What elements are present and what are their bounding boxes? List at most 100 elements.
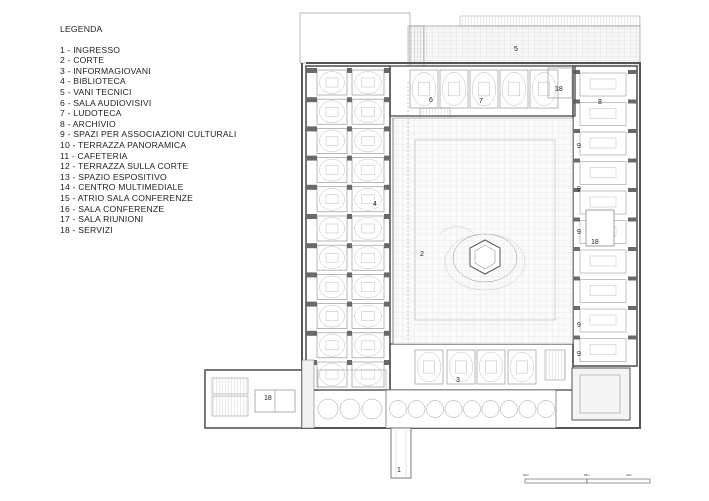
room-label-4: 4 — [373, 201, 377, 208]
north-bay — [529, 69, 559, 109]
room-label-9d: 9 — [577, 322, 581, 329]
west-bay — [351, 128, 385, 154]
pier — [347, 301, 352, 307]
legend-item: 4 - BIBLIOTECA — [60, 76, 126, 87]
pier — [573, 99, 580, 104]
pier — [628, 335, 637, 340]
portico-vault — [444, 400, 463, 418]
legend-item: 12 - TERRAZZA SULLA CORTE — [60, 161, 189, 172]
pier — [347, 155, 352, 161]
pier — [347, 97, 352, 103]
west-bay — [316, 69, 348, 96]
pier — [306, 68, 317, 73]
room-label-7: 7 — [479, 98, 483, 105]
east-wing — [572, 65, 638, 367]
scale-bar: 00m 05m 10m — [523, 473, 651, 484]
west-bay — [351, 69, 385, 96]
west-bay — [316, 128, 348, 154]
pier — [384, 97, 390, 103]
west-bay — [351, 215, 385, 242]
portico-vault — [426, 400, 444, 418]
room-label-18b: 18 — [591, 239, 599, 246]
pier — [347, 68, 352, 73]
legend-item: 10 - TERRAZZA PANORAMICA — [60, 139, 187, 150]
north-bay — [439, 69, 469, 109]
west-bay — [351, 274, 385, 300]
pier — [384, 68, 390, 73]
room-label-6: 6 — [429, 97, 433, 104]
pier — [628, 99, 637, 104]
west-wing — [305, 65, 391, 391]
east-room — [579, 308, 627, 333]
north-bay — [409, 69, 439, 109]
legend-item: 1 - INGRESSO — [60, 44, 121, 55]
courtyard — [392, 82, 574, 345]
portico-vault — [500, 400, 518, 418]
legend-item: 16 - SALA CONFERENZE — [60, 203, 165, 214]
pier — [306, 184, 317, 190]
legend-item: 2 - CORTE — [60, 55, 105, 66]
room-label-2: 2 — [420, 251, 424, 258]
portico-vault — [407, 400, 426, 418]
legend-item: 18 - SERVIZI — [60, 224, 113, 235]
room-labels: 1 2 3 4 5 6 7 8 9 9 9 9 9 18 18 18 — [264, 46, 602, 474]
pier — [628, 158, 637, 163]
southeast-block — [544, 349, 631, 421]
west-bay — [316, 332, 348, 359]
pier — [347, 330, 352, 336]
west-bay — [351, 186, 385, 213]
portico-vault — [481, 400, 500, 418]
wc-block — [585, 209, 615, 247]
legend-item: 5 - VANI TECNICI — [60, 86, 132, 97]
pier — [573, 217, 580, 222]
west-bay — [316, 361, 348, 388]
legend-item: 7 - LUDOTECA — [60, 108, 122, 119]
pier — [384, 126, 390, 132]
east-room — [579, 249, 627, 274]
pier — [628, 129, 637, 133]
portico-vault — [317, 398, 339, 420]
pier — [384, 330, 390, 336]
west-bay — [351, 244, 385, 271]
west-bay — [316, 186, 348, 213]
pier — [628, 217, 637, 222]
east-room — [579, 279, 627, 303]
room-label-3: 3 — [456, 377, 460, 384]
pier — [573, 188, 580, 192]
pier — [347, 243, 352, 249]
room-label-9a: 9 — [577, 143, 581, 150]
east-room — [579, 72, 627, 97]
room-label-18c: 18 — [264, 395, 272, 402]
legend-item: 11 - CAFETERIA — [60, 150, 128, 161]
pier — [306, 272, 317, 278]
east-room — [579, 338, 627, 362]
pier — [347, 184, 352, 190]
pier — [628, 188, 637, 192]
pier — [384, 360, 390, 365]
legend-item: 6 - SALA AUDIOVISIVI — [60, 97, 152, 108]
legend-item: 17 - SALA RIUNIONI — [60, 214, 144, 225]
south-bay — [446, 349, 476, 385]
pier — [384, 184, 390, 190]
pier — [628, 306, 637, 310]
room-label-9e: 9 — [577, 351, 581, 358]
legend-item: 8 - ARCHIVIO — [60, 118, 116, 129]
pier — [573, 158, 580, 163]
west-bay — [351, 157, 385, 183]
east-room — [579, 102, 627, 126]
east-room — [579, 161, 627, 185]
room-label-9b: 9 — [577, 186, 581, 193]
pier — [384, 243, 390, 249]
west-bay — [316, 303, 348, 329]
room-label-5: 5 — [514, 46, 518, 53]
pier — [347, 272, 352, 278]
west-bay — [351, 361, 385, 388]
north-wing — [389, 65, 576, 125]
east-room — [579, 131, 627, 156]
room-label-1: 1 — [397, 467, 401, 474]
pier — [573, 276, 580, 281]
pier — [306, 330, 317, 336]
pier — [384, 214, 390, 219]
west-bay — [351, 303, 385, 329]
